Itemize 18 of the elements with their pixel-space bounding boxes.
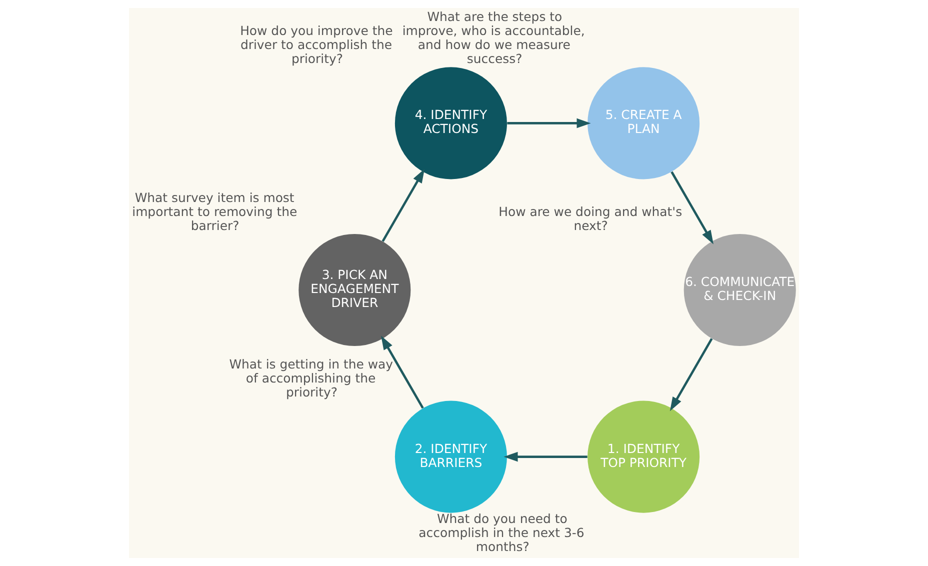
node-circle: 3. PICK AN ENGAGEMENT DRIVER — [298, 234, 411, 346]
arrow — [381, 336, 424, 409]
arrow — [382, 168, 425, 242]
node-label: What is getting in the way of accomplishing the priority? — [229, 356, 394, 400]
arrow — [507, 118, 591, 128]
node-label: How are we doing and what's next? — [498, 204, 682, 233]
node-circle: 2. IDENTIFY BARRIERS — [394, 400, 507, 513]
node-circle: 4. IDENTIFY ACTIONS — [394, 67, 507, 180]
arrow — [670, 171, 714, 244]
node-label: What are the steps to improve, who is accountable, and how do we measure success? — [402, 9, 585, 66]
node-circle: 6. COMMUNICATE & CHECK-IN — [684, 234, 796, 346]
arrow — [670, 338, 713, 412]
node-label: What do you need to accomplish in the next 3-6 months? — [418, 510, 584, 554]
node-circle: 5. CREATE A PLAN — [588, 67, 700, 180]
node-label: What survey item is most important to removing the barrier? — [132, 190, 298, 233]
arrow — [504, 452, 588, 462]
node-circle: 1. IDENTIFY TOP PRIORITY — [588, 400, 700, 513]
node-label: How do you improve the driver to accomplish the priority? — [240, 23, 393, 66]
